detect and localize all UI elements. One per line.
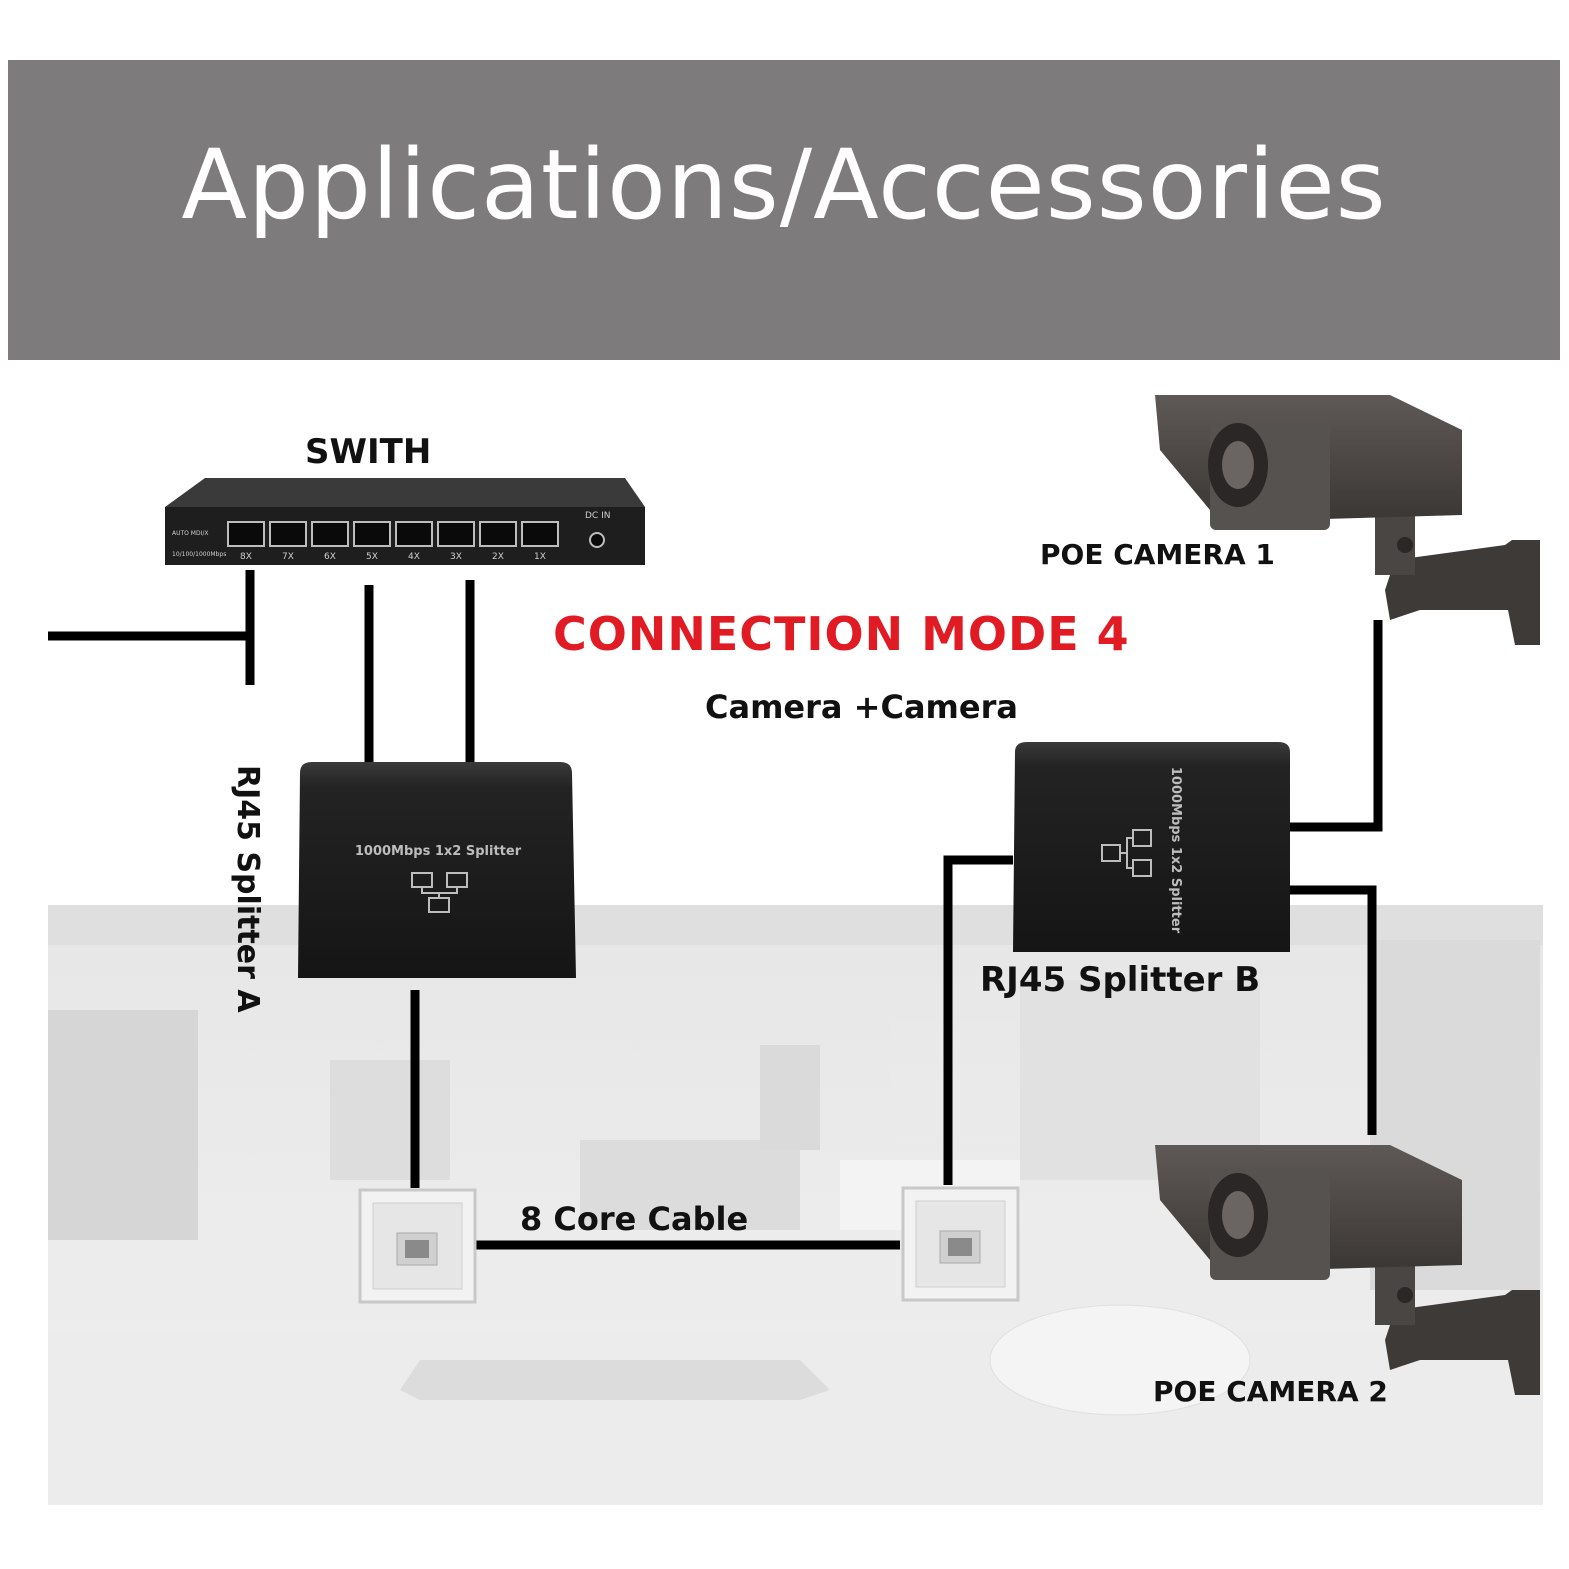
rj45-socket: [405, 1240, 429, 1258]
splitter-b-device-text: 1000Mbps 1x2 Splitter: [1168, 767, 1183, 934]
switch-port-label: 8X: [240, 552, 252, 562]
switch-port-label: 6X: [324, 552, 336, 562]
splitter-a-label: RJ45 Splitter A: [230, 765, 265, 1013]
network-icon: [411, 872, 468, 913]
connection-mode-subtitle: Camera +Camera: [705, 688, 1018, 726]
rj45-socket: [948, 1238, 972, 1256]
poe-camera-1-image: [1155, 395, 1540, 645]
poe-camera-2-image: [1155, 1145, 1540, 1395]
switch-port-label: 7X: [282, 552, 294, 562]
dc-in-port: [589, 532, 605, 548]
switch-port-label: 1X: [534, 552, 546, 562]
cable-label: 8 Core Cable: [520, 1200, 749, 1238]
switch-port-label: 2X: [492, 552, 504, 562]
switch-ports: [227, 521, 559, 547]
splitter-b-device: 1000Mbps 1x2 Splitter: [1013, 742, 1290, 952]
cables: [48, 570, 1383, 1250]
switch-port-label: 3X: [450, 552, 462, 562]
splitter-a-device: 1000Mbps 1x2 Splitter: [298, 762, 576, 978]
wall-plate-right: [901, 1186, 1020, 1302]
wall-plate-left: [358, 1188, 477, 1304]
camera-2-label: POE CAMERA 2: [1153, 1375, 1388, 1408]
network-switch: 8X 7X 6X 5X 4X 3X 2X 1X DC IN AUTO MDI/X…: [165, 478, 645, 565]
page-title: Applications/Accessories: [181, 129, 1387, 241]
splitter-b-label: RJ45 Splitter B: [980, 960, 1261, 1000]
switch-port-label: 4X: [408, 552, 420, 562]
camera-1-label: POE CAMERA 1: [1040, 538, 1275, 571]
connection-mode-title: CONNECTION MODE 4: [553, 607, 1130, 661]
splitter-a-device-text: 1000Mbps 1x2 Splitter: [355, 844, 522, 859]
network-icon: [1101, 829, 1152, 877]
switch-speed-label: 10/100/1000Mbps: [172, 551, 226, 558]
header-banner: Applications/Accessories: [8, 60, 1560, 360]
switch-dc-label: DC IN: [585, 511, 610, 521]
switch-label: SWITH: [305, 432, 432, 472]
switch-port-label: 5X: [366, 552, 378, 562]
switch-mode-label: AUTO MDI/X: [172, 530, 209, 537]
